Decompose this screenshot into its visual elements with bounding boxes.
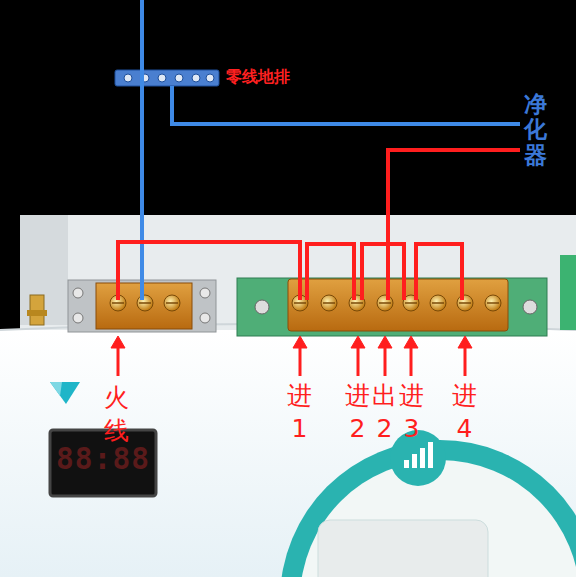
control-ring xyxy=(280,440,576,577)
display-digits: 88:88 xyxy=(56,442,150,476)
terminal-label: 进 1 xyxy=(287,380,312,445)
terminal-label: 进 3 xyxy=(399,380,424,445)
led-display xyxy=(50,430,156,496)
bus-bar-label: 零线地排 xyxy=(226,67,290,88)
terminal-label: 进 2 xyxy=(345,380,370,445)
brand-logo xyxy=(50,382,80,404)
live-wires xyxy=(118,150,520,300)
terminal-strip xyxy=(288,279,508,331)
terminal-label: 进 4 xyxy=(452,380,477,445)
screws xyxy=(292,295,501,311)
screws xyxy=(110,295,180,311)
pcb-board xyxy=(237,278,547,336)
live-wire-label: 火线 xyxy=(104,382,129,447)
purifier-label: 净化器 xyxy=(524,92,547,168)
neutral-bus-bar xyxy=(115,70,219,86)
pointer-arrows xyxy=(111,336,472,376)
neutral-wire xyxy=(140,0,144,300)
purifier-neutral-wire xyxy=(172,86,520,124)
terminal-label: 出 2 xyxy=(372,380,397,445)
